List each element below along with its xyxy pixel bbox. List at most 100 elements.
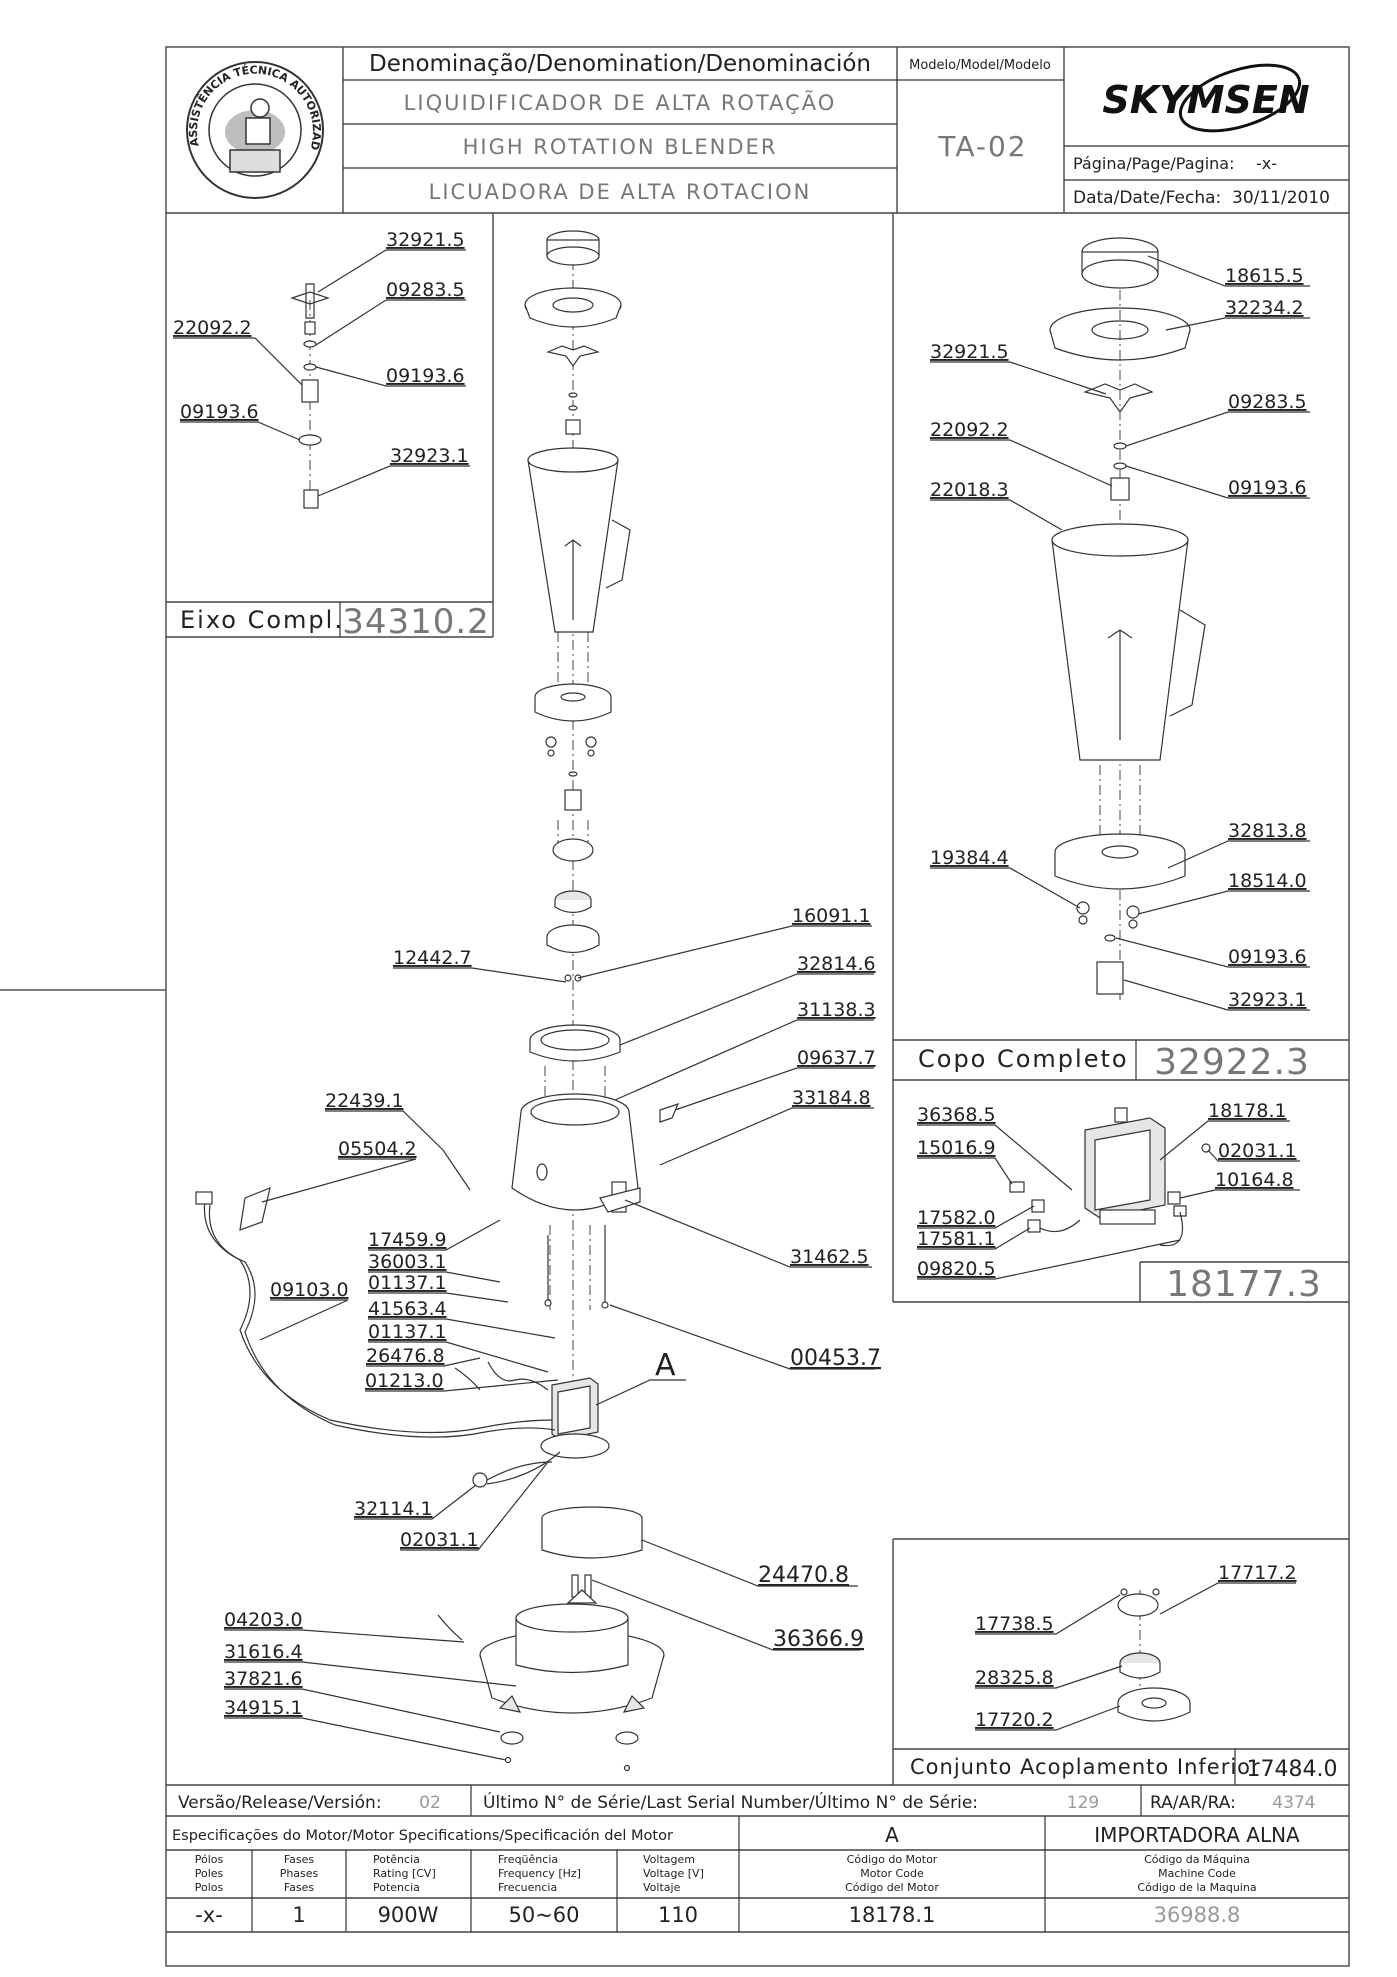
motor-code: 18177.3 — [1166, 1264, 1322, 1305]
part-label: 05504.2 — [338, 1138, 417, 1160]
part-label: 24470.8 — [758, 1563, 849, 1588]
col-header: Polos — [195, 1881, 224, 1894]
part-label: 32921.5 — [930, 341, 1009, 363]
part-label: 36366.9 — [773, 1627, 864, 1652]
part-label: 00453.7 — [790, 1346, 881, 1371]
part-label: 31462.5 — [790, 1246, 869, 1268]
part-label: 17738.5 — [975, 1613, 1054, 1635]
spec-value: 110 — [658, 1903, 698, 1927]
col-header: Potência — [373, 1853, 420, 1866]
col-header: Voltage [V] — [643, 1867, 704, 1880]
part-label: 32923.1 — [1228, 989, 1307, 1011]
spec-value: 1 — [292, 1903, 305, 1927]
coupling-code: 17484.0 — [1247, 1757, 1338, 1782]
part-label: 09283.5 — [386, 279, 465, 301]
col-header: Frequency [Hz] — [498, 1867, 581, 1880]
page-value: -x- — [1256, 154, 1277, 173]
brand-logo: SKYMSEN — [1102, 63, 1310, 133]
col-header: Motor Code — [860, 1867, 924, 1880]
footer-spec-table: Versão/Release/Versión: 02 Último N° de … — [166, 1784, 1349, 1933]
part-label: 09193.6 — [1228, 946, 1307, 968]
part-label: 17720.2 — [975, 1709, 1054, 1731]
col-header: Pólos — [195, 1853, 224, 1866]
spec-value: 900W — [378, 1903, 439, 1927]
part-label: 09193.6 — [1228, 477, 1307, 499]
part-label: 32923.1 — [390, 445, 469, 467]
part-label: 22092.2 — [930, 419, 1009, 441]
version-value: 02 — [419, 1793, 441, 1813]
motor-reference-letter: A — [655, 1348, 676, 1383]
coupling-assembly-panel: Conjunto Acoplamento Inferior 17484.0 17… — [892, 1538, 1349, 1785]
part-label: 17459.9 — [368, 1229, 447, 1251]
part-label: 36368.5 — [917, 1104, 996, 1126]
name-portuguese: LIQUIDIFICADOR DE ALTA ROTAÇÃO — [404, 89, 837, 115]
col-header: Frecuencia — [498, 1881, 557, 1894]
ra-value: 4374 — [1272, 1793, 1315, 1813]
col-header: Código do Motor — [847, 1853, 938, 1866]
model-value: TA-02 — [937, 130, 1027, 163]
date-value: 30/11/2010 — [1232, 188, 1330, 208]
shaft-code: 34310.2 — [342, 602, 490, 642]
title-block: ASSISTÊNCIA TÉCNICA AUTORIZADA Denominaç… — [0, 0, 1349, 214]
part-label: 02031.1 — [1218, 1140, 1297, 1162]
part-label: 09637.7 — [797, 1047, 876, 1069]
part-label: 09103.0 — [270, 1279, 349, 1301]
svg-text:SKYMSEN: SKYMSEN — [1102, 78, 1309, 122]
part-label: 37821.6 — [224, 1668, 303, 1690]
col-header: Machine Code — [1158, 1867, 1236, 1880]
version-label: Versão/Release/Versión: — [178, 1793, 382, 1813]
part-label: 09820.5 — [917, 1258, 996, 1280]
part-label: 26476.8 — [366, 1345, 445, 1367]
part-label: 34915.1 — [224, 1697, 303, 1719]
col-header: Voltaje — [643, 1881, 681, 1894]
denomination-label: Denominação/Denomination/Denominación — [369, 51, 871, 77]
serial-value: 129 — [1067, 1793, 1099, 1813]
spec-value: 18178.1 — [849, 1903, 936, 1927]
page-label: Página/Page/Pagina: — [1073, 154, 1234, 173]
main-exploded-view: 16091.1 12442.7 32814.6 31138.3 09637.7 … — [195, 230, 881, 1772]
part-label: 18615.5 — [1225, 265, 1304, 287]
name-english: HIGH ROTATION BLENDER — [463, 135, 778, 159]
part-label: 18178.1 — [1208, 1100, 1287, 1122]
part-label: 33184.8 — [792, 1087, 871, 1109]
col-header: Código de la Maquina — [1137, 1881, 1256, 1894]
col-header: Poles — [195, 1867, 224, 1880]
ra-label: RA/AR/RA: — [1150, 1793, 1236, 1813]
spec-value: -x- — [195, 1903, 223, 1927]
spec-value: 36988.8 — [1154, 1903, 1241, 1927]
col-header: Freqüência — [498, 1853, 558, 1866]
coupling-label: Conjunto Acoplamento Inferior — [910, 1755, 1261, 1779]
cup-code: 32922.3 — [1154, 1042, 1310, 1083]
shaft-label: Eixo Compl. — [180, 606, 344, 634]
col-header: Phases — [280, 1867, 319, 1880]
motor-assembly-panel: 18177.3 36368.5 18178.1 15016.9 02031.1 … — [893, 1100, 1349, 1305]
authorized-service-seal: ASSISTÊNCIA TÉCNICA AUTORIZADA — [0, 0, 324, 199]
name-spanish: LICUADORA DE ALTA ROTACION — [429, 180, 812, 204]
part-label: 36003.1 — [368, 1251, 447, 1273]
part-label: 17717.2 — [1218, 1562, 1297, 1584]
motor-ref: A — [885, 1823, 899, 1847]
part-label: 01213.0 — [365, 1370, 444, 1392]
date-label: Data/Date/Fecha: — [1073, 188, 1221, 208]
spec-value: 50~60 — [508, 1903, 579, 1927]
importer-name: IMPORTADORA ALNA — [1094, 1823, 1300, 1847]
part-label: 18514.0 — [1228, 870, 1307, 892]
part-label: 16091.1 — [792, 905, 871, 927]
part-label: 02031.1 — [400, 1529, 479, 1551]
part-label: 22092.2 — [173, 317, 252, 339]
cup-assembly-panel: Copo Completo 32922.3 18615.5 32234. — [892, 213, 1349, 1302]
col-header: Fases — [284, 1881, 315, 1894]
shaft-assembly-panel: Eixo Compl. 34310.2 32921.5 09283.5 2209… — [166, 213, 494, 642]
part-label: 09193.6 — [386, 365, 465, 387]
part-label: 32814.6 — [797, 953, 876, 975]
cup-label: Copo Completo — [918, 1045, 1129, 1073]
part-label: 32921.5 — [386, 229, 465, 251]
part-label: 22439.1 — [325, 1090, 404, 1112]
part-label: 09193.6 — [180, 401, 259, 423]
part-label: 28325.8 — [975, 1667, 1054, 1689]
col-header: Código del Motor — [845, 1881, 939, 1894]
serial-label: Último N° de Série/Last Serial Number/Úl… — [483, 1791, 978, 1813]
part-label: 01137.1 — [368, 1321, 447, 1343]
part-label: 32813.8 — [1228, 820, 1307, 842]
part-label: 04203.0 — [224, 1609, 303, 1631]
